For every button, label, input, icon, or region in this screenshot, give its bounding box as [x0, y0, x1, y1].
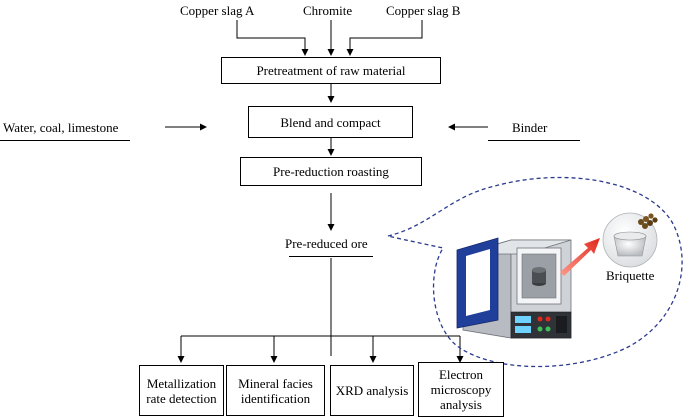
input-copper-slag-b: Copper slag B	[386, 3, 461, 18]
input-chromite: Chromite	[303, 3, 353, 18]
pre-reduced-ore-underline	[289, 256, 373, 257]
briquette-pellets-icon	[638, 213, 658, 229]
step-blend-compact: Blend and compact	[248, 106, 413, 138]
analysis-mineral-facies: Mineral facies identification	[226, 365, 325, 416]
pre-reduced-ore-label: Pre-reduced ore	[285, 236, 368, 251]
step-pre-reduction-roasting: Pre-reduction roasting	[240, 157, 422, 186]
red-arrow-icon	[560, 238, 600, 276]
analysis-metallization-rate: Metallization rate detection	[139, 365, 224, 416]
side-input-left-underline	[0, 140, 130, 141]
raw-material-connectors	[236, 20, 423, 56]
step-pretreatment: Pretreatment of raw material	[221, 57, 441, 84]
analysis-electron-microscopy: Electron microscopy analysis	[418, 362, 504, 417]
analysis-branches	[177, 335, 464, 363]
briquette-label: Briquette	[606, 268, 655, 283]
analysis-xrd: XRD analysis	[330, 365, 414, 416]
side-input-water-coal-limestone: Water, coal, limestone	[3, 120, 119, 135]
side-input-binder: Binder	[512, 120, 548, 135]
dashed-callout-outline	[387, 176, 683, 368]
furnace-inset	[387, 176, 683, 368]
input-copper-slag-a: Copper slag A	[180, 3, 255, 18]
side-input-right-underline	[488, 140, 580, 141]
muffle-furnace-icon	[456, 237, 572, 339]
